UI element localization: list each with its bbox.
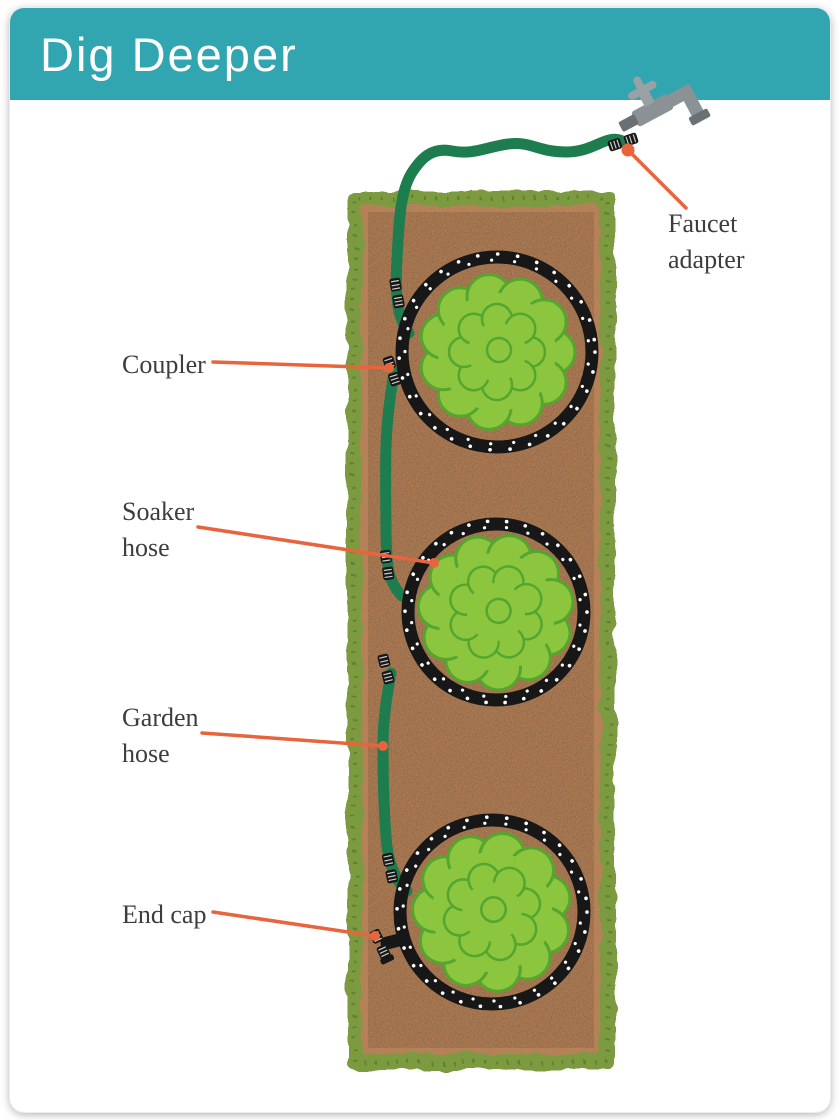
label-garden-hose: Garden hose [122,703,199,768]
label-end-cap: End cap [122,900,207,929]
label-soaker-hose: Soaker hose [122,497,195,562]
page-title: Dig Deeper [40,27,298,81]
label-coupler: Coupler [122,350,206,379]
header-bar: Dig Deeper [10,8,830,100]
label-faucet-adapter: Faucet adapter [668,209,745,274]
